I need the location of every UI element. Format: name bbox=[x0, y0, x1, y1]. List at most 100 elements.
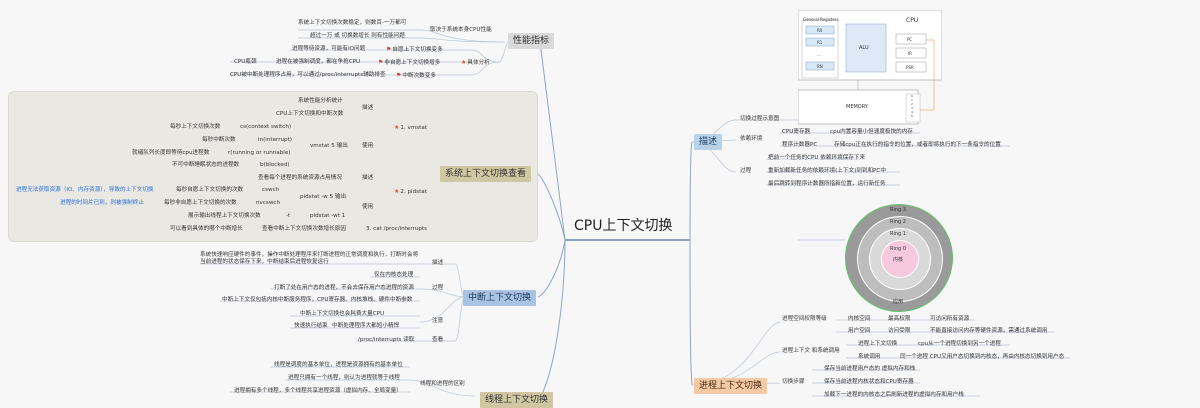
vmstat-row-left: 就绪队列长度即等待cpu进程数 bbox=[132, 150, 210, 156]
star-icon: ★ bbox=[461, 59, 467, 66]
perf-mid-text: 非自愿上下文切换增多 bbox=[384, 60, 441, 66]
interrupt-process: 中断上下文仅包括内核中断服务程序，CPU寄存器、内核堆栈、硬件中断参数 bbox=[222, 297, 413, 303]
vmstat-desc-tag: 描述 bbox=[362, 105, 374, 111]
describe-dep-key: 程序计数器PC bbox=[782, 142, 818, 148]
process-space-tag: 进程空间权限等级 bbox=[782, 316, 827, 322]
interrupt-describe-tag: 描述 bbox=[432, 260, 444, 266]
perf-mid: 进程在被强制调度，都在争抢CPU bbox=[276, 59, 361, 65]
pidstat-row-left: 展示输出线程上下文切换次数 bbox=[188, 213, 261, 219]
ring-label: Ring 0 bbox=[890, 246, 906, 252]
pidstat-note: 进程无法获取资源（IO、内存资源），导致的上下文切换 bbox=[16, 187, 154, 193]
describe-diagram-tag: 切换过程示意图 bbox=[740, 116, 780, 122]
interrupt-view-tag: 查看 bbox=[432, 337, 444, 343]
pidstat-cmd2: pidstat -wt 1 bbox=[310, 213, 346, 219]
describe-deps-tag: 依赖环境 bbox=[740, 136, 763, 142]
describe-process-tag: 过程 bbox=[740, 168, 752, 174]
vmstat-label[interactable]: ★1. vmstat bbox=[394, 124, 427, 132]
vmstat-label-text: 1. vmstat bbox=[400, 125, 427, 131]
process-space-mid: 访问受限 bbox=[888, 328, 911, 334]
interrupts-left: 可以看到具体的哪个中断增长 bbox=[170, 226, 243, 232]
interrupt-process-tag: 过程 bbox=[432, 285, 444, 291]
ring-label: Ring 3 bbox=[890, 207, 906, 213]
process-step: 保存当前进程内核状态和CPU寄存器 bbox=[824, 379, 914, 385]
vmstat-row-right: r(running or runnable) bbox=[228, 150, 291, 156]
process-step: 保存当前进程用户态的 虚拟内存和栈 bbox=[824, 366, 916, 372]
process-space-val: 不能直接访问内存等硬件资源，需通过系统调用 bbox=[930, 328, 1048, 334]
topic-describe[interactable]: 描述 bbox=[694, 134, 723, 150]
vmstat-row-right: in(interrupt) bbox=[258, 137, 292, 143]
process-mode-val: 同一个进程 CPU又用户态切换到内核态，再由内核态切换到用户态 bbox=[900, 354, 1065, 360]
perf-analysis-text: 具体分析 bbox=[467, 60, 490, 66]
vmstat-row-right: b(blocked) bbox=[260, 162, 290, 168]
vmstat-use-tag: 使用 bbox=[362, 143, 374, 149]
alu-label: ALU bbox=[859, 45, 869, 51]
perf-mid: 取决于系统本身CPU性能 bbox=[430, 27, 492, 33]
interrupt-notes-tag: 注意 bbox=[432, 318, 444, 324]
topic-interrupt-switch[interactable]: 中断上下文切换 bbox=[463, 290, 537, 306]
process-space-mid: 最高权限 bbox=[888, 316, 911, 322]
regs-title: General Registers bbox=[803, 17, 839, 22]
flag-icon: ⚑ bbox=[386, 46, 392, 53]
thread-item: 进程只拥有一个线程，则认为进程就等于线程 bbox=[288, 375, 400, 381]
describe-dep-key: CPU寄存器 bbox=[782, 129, 811, 135]
pidstat-row-right: cswch bbox=[262, 187, 280, 193]
special-reg: IR bbox=[908, 51, 912, 56]
describe-process: 把前一个任务的CPU 依赖环境保存下来 bbox=[768, 155, 866, 161]
pidstat-row-right: -t bbox=[286, 213, 291, 219]
ring-kernel: 内核 bbox=[893, 257, 904, 263]
pidstat-row-left: 每秒非自愿上下文切换的次数 bbox=[164, 200, 237, 206]
pidstat-label-text: 2. pidstat bbox=[400, 189, 427, 195]
pidstat-row-left: 每秒自愿上下文切换的次数 bbox=[176, 187, 244, 193]
pidstat-desc: 查看每个进程的系统资源占用情况 bbox=[258, 175, 342, 181]
reg-label: R1 bbox=[817, 40, 823, 45]
interrupt-process: 打断了处在用户态的进程，不会去保存用户态进程的资源 bbox=[274, 285, 414, 291]
topic-thread-switch[interactable]: 线程上下文切换 bbox=[480, 392, 554, 408]
reg-label: ... bbox=[817, 52, 821, 57]
perf-item: 进程等待资源，可能有IO问题 bbox=[292, 46, 366, 52]
thread-item: 进程拥有多个线程，多个线程共享进程资源（虚拟内存、全局变量） bbox=[234, 388, 402, 394]
vmstat-desc: CPU上下文切换和中断次数 bbox=[276, 111, 344, 117]
topic-context-view[interactable]: 系统上下文切换查看 bbox=[440, 166, 532, 182]
vmstat-row-left: 每秒中断次数 bbox=[202, 137, 236, 143]
interrupts-label[interactable]: 3. cat /proc/interrupts bbox=[366, 226, 428, 232]
topic-process-switch[interactable]: 进程上下文切换 bbox=[694, 378, 768, 394]
perf-mid-text: 中断次数变多 bbox=[402, 73, 436, 79]
process-step: 加载下一进程的内核态之后刷新进程的虚拟内存和用户栈 bbox=[824, 392, 964, 398]
mem-cell: 2 bbox=[911, 102, 913, 106]
process-mode-key: 进程上下文切换 bbox=[858, 341, 898, 347]
pidstat-row-right: nvcswch bbox=[256, 200, 281, 206]
interrupt-process: 仅在内核态处理 bbox=[374, 272, 414, 278]
describe-process: 重新加载新任务的依赖环境(上下文)到到和PC中 bbox=[768, 168, 886, 174]
perf-item: CPU被中断处理程序占用，可以通过/proc/interrupts辅助排查 bbox=[230, 72, 386, 78]
ring-app: 应用 bbox=[893, 299, 904, 305]
describe-dep-val: 存储cpu正在执行的指令的位置，或者即将执行的下一条指令的位置 bbox=[834, 142, 1001, 148]
pidstat-use-tag: 使用 bbox=[362, 204, 374, 210]
perf-item: 系统上下文切换次数稳定，则数百-一万都可 bbox=[298, 20, 407, 26]
thread-item: 线程是调度的基本单位，进程是资源拥有的基本单位 bbox=[274, 362, 403, 368]
process-space-key: 用户空间 bbox=[848, 328, 871, 334]
reg-label: R0 bbox=[817, 28, 823, 33]
pidstat-label[interactable]: ★2. pidstat bbox=[394, 188, 427, 196]
perf-item: CPU瓶颈 bbox=[234, 59, 257, 65]
reg-label: RN bbox=[817, 64, 823, 69]
interrupts-mid: 查看中断上下文切换次数增长原因 bbox=[262, 226, 346, 232]
special-reg: PSR bbox=[906, 65, 914, 70]
process-space-val: 可访问所有资源 bbox=[930, 316, 970, 322]
ring-label: Ring 1 bbox=[890, 231, 906, 237]
topic-perf-indicators[interactable]: 性能指标 bbox=[508, 33, 555, 49]
perf-mid-text: 自愿上下文切换变多 bbox=[392, 47, 443, 53]
pidstat-note: 进程的时间片已到，则被强制终止 bbox=[60, 200, 144, 206]
mem-cell: 4 bbox=[911, 110, 913, 114]
star-icon: ★ bbox=[394, 124, 400, 131]
center-topic[interactable]: CPU上下文切换 bbox=[574, 218, 673, 234]
ring-0 bbox=[881, 240, 919, 278]
ring-label: Ring 2 bbox=[890, 219, 906, 225]
cpu-diagram-svg bbox=[797, 9, 943, 125]
flag-icon: ⚑ bbox=[396, 72, 402, 79]
star-icon: ★ bbox=[394, 188, 400, 195]
cpu-diagram: CPU General Registers R0 R1 ... RN ALU P… bbox=[797, 9, 943, 128]
special-reg: PC bbox=[907, 37, 913, 42]
vmstat-row-left: 不可中断睡眠状态的进程数 bbox=[172, 162, 240, 168]
vmstat-desc: 系统性能分析统计 bbox=[298, 98, 343, 104]
